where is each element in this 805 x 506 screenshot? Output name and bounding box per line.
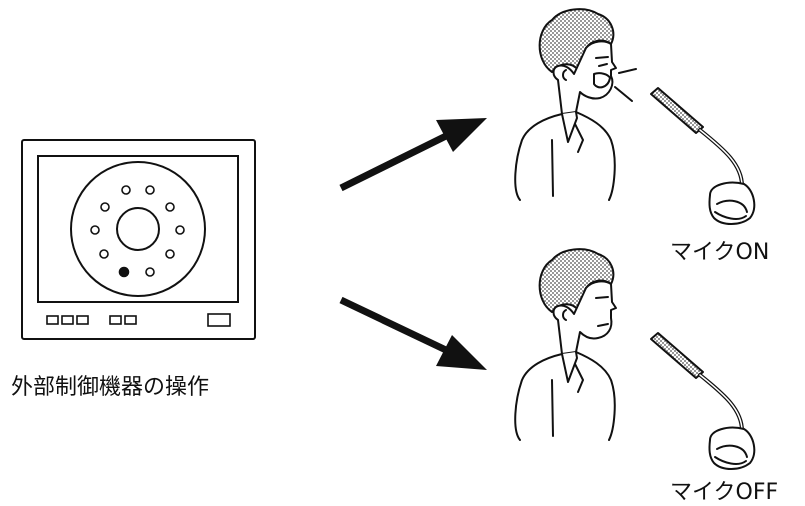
device-frame <box>21 139 256 340</box>
dial-indicator <box>99 249 109 259</box>
dial-indicator <box>145 185 155 195</box>
body <box>514 111 616 201</box>
mic-neck <box>698 128 744 188</box>
person-speaking <box>514 8 637 201</box>
dial-outer-ring <box>70 161 206 297</box>
dial-indicator <box>175 225 185 235</box>
body <box>514 351 616 441</box>
mouth <box>597 323 609 327</box>
ear <box>562 309 567 321</box>
dial-center <box>116 207 160 251</box>
mouth <box>593 72 611 89</box>
device-button <box>76 315 89 325</box>
device-button <box>46 315 59 325</box>
dial-indicator <box>121 185 131 195</box>
dial-indicator <box>100 202 110 212</box>
device-buttons <box>46 313 231 327</box>
mic-neck-inner <box>699 374 743 432</box>
dial-indicator <box>165 202 175 212</box>
dial-indicator <box>145 267 155 277</box>
mic-neck-inner <box>699 129 743 187</box>
microphone-on <box>650 87 756 225</box>
mic-off-label: マイクOFF <box>670 480 779 505</box>
microphone-off <box>650 332 756 470</box>
mic-on-label: マイクON <box>670 240 770 265</box>
device-button <box>109 315 122 325</box>
device-display-button <box>207 313 231 327</box>
collar <box>561 351 578 383</box>
tie <box>574 123 584 153</box>
mic-head <box>650 87 704 134</box>
control-device <box>21 139 256 340</box>
face <box>552 40 617 115</box>
dial-indicator <box>165 249 175 259</box>
dial-indicators <box>90 185 185 278</box>
device-button <box>124 315 137 325</box>
face <box>552 280 617 355</box>
mic-head <box>650 332 704 379</box>
person-silent <box>514 248 617 441</box>
arrow-up <box>339 118 487 192</box>
mic-neck <box>698 373 744 433</box>
device-button <box>61 315 74 325</box>
device-screen <box>37 155 239 303</box>
mic-base <box>708 181 756 225</box>
collar <box>561 111 578 143</box>
mic-base <box>708 426 756 470</box>
device-operation-label: 外部制御機器の操作 <box>11 375 210 400</box>
ear <box>562 69 567 81</box>
dial-indicator-active <box>118 266 130 278</box>
tie <box>574 363 584 393</box>
arrow-down <box>339 296 487 370</box>
dial-indicator <box>90 225 100 235</box>
